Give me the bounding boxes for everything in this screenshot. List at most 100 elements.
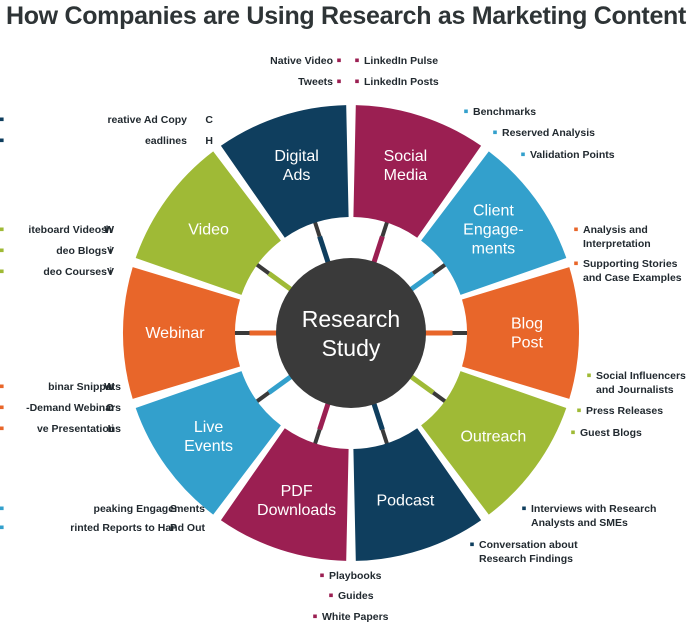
spoke-line [408, 373, 435, 395]
spoke-line [371, 401, 385, 431]
bullet-marker [0, 248, 4, 253]
item-text: LinkedIn Posts [364, 76, 439, 88]
spoke-line [317, 401, 331, 431]
item-text: Creative Ad Copy [107, 114, 213, 126]
center-circle [276, 258, 426, 408]
item-text: Reserved Analysis [502, 127, 595, 139]
segment-label-social-media: Media [384, 167, 428, 184]
spoke-line [408, 271, 435, 293]
item-text: Speaking Engagements [94, 503, 206, 515]
bullet-marker [0, 269, 4, 274]
item-text: Guides [338, 590, 374, 602]
segment-label-podcast: Podcast [376, 492, 434, 509]
item-text: Printed Reports to Hand Out [70, 522, 205, 534]
bullet-marker [493, 130, 497, 135]
segment-podcast [353, 428, 482, 561]
item-text: Headlines [145, 135, 213, 147]
segment-outreach [421, 371, 567, 515]
segment-social-media [353, 105, 482, 238]
segment-pdf-downloads [220, 428, 349, 561]
bullet-marker [0, 426, 4, 431]
segment-client-engagements [421, 151, 567, 295]
bullet-marker [521, 152, 525, 157]
spoke-line [267, 373, 294, 395]
item-text: Conversation about [479, 539, 578, 551]
spoke-line [371, 235, 385, 265]
bullet-marker [0, 506, 4, 511]
bullet-marker [587, 373, 591, 378]
item-text: White Papers [322, 611, 389, 623]
bullet-marker [574, 261, 578, 266]
spoke-line [267, 271, 294, 293]
bullet-marker [329, 593, 333, 598]
item-text: On-Demand Webinars [26, 402, 121, 414]
item-text: Guest Blogs [580, 427, 642, 439]
item-text: Supporting Stories [583, 258, 678, 270]
item-text: Interpretation [583, 238, 651, 250]
segment-label-webinar: Webinar [145, 325, 205, 342]
bullet-marker [337, 58, 341, 63]
bullet-marker [0, 117, 4, 122]
item-text: Analysis and [583, 224, 648, 236]
segment-blog-post [462, 267, 580, 399]
item-text: Webinar Snippets [48, 381, 121, 393]
bullet-marker [0, 138, 4, 143]
segment-webinar [122, 267, 240, 399]
item-text: and Journalists [596, 384, 674, 396]
segment-label-social-media: Social [384, 148, 428, 165]
item-text: Interviews with Research [531, 503, 656, 515]
bullet-marker [470, 542, 474, 547]
bullet-marker [577, 408, 581, 413]
bullet-marker [0, 384, 4, 389]
segment-label-video: Video [188, 222, 229, 239]
segment-label-pdf-downloads: Downloads [257, 502, 336, 519]
segment-label-blog-post: Post [511, 335, 544, 352]
segment-live-events [135, 371, 281, 515]
item-text: Native Video [270, 55, 333, 67]
bullet-marker [320, 573, 324, 578]
bullet-marker [574, 227, 578, 232]
bullet-marker [0, 227, 4, 232]
bullet-marker [355, 79, 359, 84]
segment-digital-ads [220, 105, 349, 238]
bullet-marker [337, 79, 341, 84]
segment-label-client-engagements: ments [472, 241, 516, 258]
item-text: Benchmarks [473, 106, 536, 118]
item-text: Tweets [298, 76, 333, 88]
bullet-marker [571, 430, 575, 435]
item-text: Validation Points [530, 149, 615, 161]
item-text: Whiteboard Videos [28, 224, 114, 236]
center-label: Study [322, 335, 381, 361]
segment-label-client-engagements: Engage- [463, 222, 524, 239]
item-text: and Case Examples [583, 272, 682, 284]
bullet-marker [464, 109, 468, 114]
item-text: LinkedIn Pulse [364, 55, 438, 67]
segment-label-live-events: Events [184, 438, 233, 455]
bullet-marker [355, 58, 359, 63]
segment-label-digital-ads: Digital [274, 148, 318, 165]
item-text: Social Influencers [596, 370, 686, 382]
item-text: Video Courses [43, 266, 114, 278]
bullet-marker [0, 525, 4, 530]
segment-label-live-events: Live [194, 419, 223, 436]
segment-label-client-engagements: Client [473, 203, 514, 220]
bullet-marker [0, 405, 4, 410]
center-label: Research [302, 306, 400, 332]
segment-label-digital-ads: Ads [283, 167, 311, 184]
segment-label-pdf-downloads: PDF [281, 483, 313, 500]
item-text: Research Findings [479, 553, 573, 565]
item-text: Live Presentations [37, 423, 121, 435]
item-text: Press Releases [586, 405, 663, 417]
segment-video [135, 151, 281, 295]
item-text: Video Blogs [56, 245, 114, 257]
segment-label-outreach: Outreach [460, 429, 526, 446]
spoke-line [317, 235, 331, 265]
item-text: Playbooks [329, 570, 382, 582]
bullet-marker [522, 506, 526, 511]
item-text: Analysts and SMEs [531, 517, 628, 529]
bullet-marker [313, 614, 317, 619]
segment-label-blog-post: Blog [511, 316, 543, 333]
